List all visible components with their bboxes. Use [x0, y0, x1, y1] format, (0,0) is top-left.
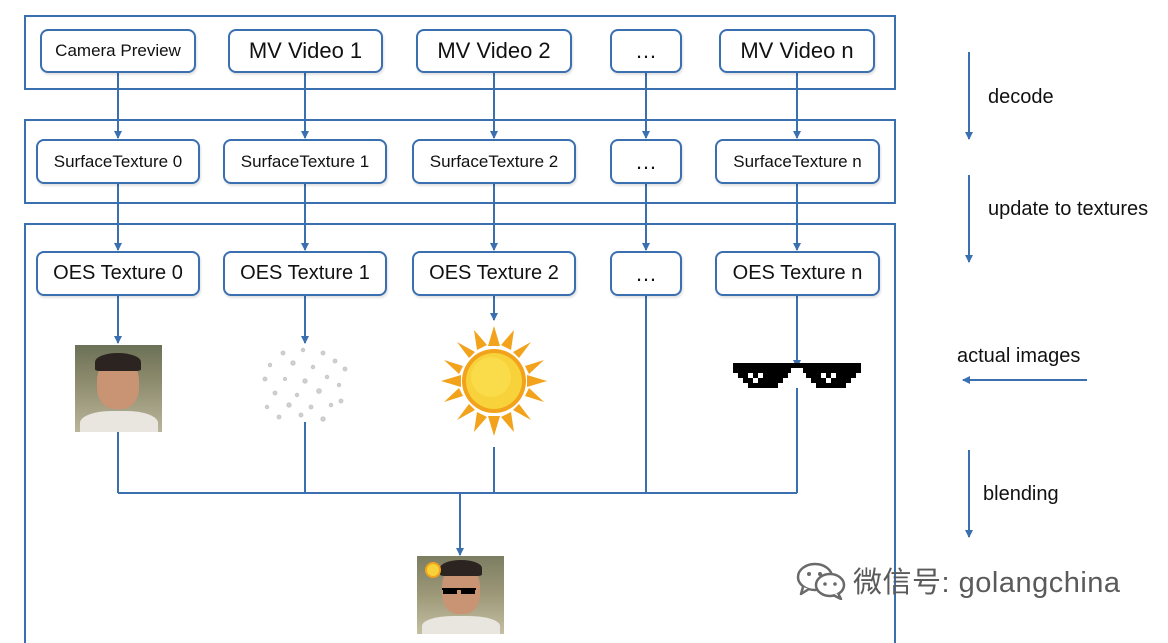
oes-texture-1-node: OES Texture 1 — [223, 251, 387, 296]
source-ellipsis-node: … — [610, 29, 682, 73]
wechat-watermark: 微信号: golangchina — [795, 558, 1121, 602]
surface-texture-1-node: SurfaceTexture 1 — [223, 139, 387, 184]
oes-texture-2-node: OES Texture 2 — [412, 251, 576, 296]
surface-texture-ellipsis-node: … — [610, 139, 682, 184]
mv-video-n-node: MV Video n — [719, 29, 875, 73]
watermark-text: 微信号: golangchina — [853, 567, 1121, 599]
blended-result-image — [417, 556, 504, 634]
surface-texture-2-node: SurfaceTexture 2 — [412, 139, 576, 184]
wechat-icon — [796, 562, 846, 600]
camera-face-image — [75, 345, 162, 432]
render-layer-frame — [24, 223, 896, 643]
decode-stage-label: decode — [988, 86, 1054, 108]
mv-video-1-node: MV Video 1 — [228, 29, 383, 73]
oes-texture-n-node: OES Texture n — [715, 251, 880, 296]
pixel-sunglasses-image — [733, 363, 861, 388]
particle-dots-image — [262, 347, 348, 422]
camera-preview-node: Camera Preview — [40, 29, 196, 73]
oes-texture-ellipsis-node: … — [610, 251, 682, 296]
surface-texture-layer-frame — [24, 119, 896, 204]
surface-texture-0-node: SurfaceTexture 0 — [36, 139, 200, 184]
update-stage-label: update to textures — [988, 198, 1149, 220]
actual-images-stage-label: actual images — [957, 345, 1081, 367]
blending-stage-label: blending — [983, 483, 1059, 505]
surface-texture-n-node: SurfaceTexture n — [715, 139, 880, 184]
mv-video-2-node: MV Video 2 — [416, 29, 572, 73]
decode-layer-frame — [24, 15, 896, 90]
oes-texture-0-node: OES Texture 0 — [36, 251, 200, 296]
sun-sticker-image — [441, 326, 547, 436]
